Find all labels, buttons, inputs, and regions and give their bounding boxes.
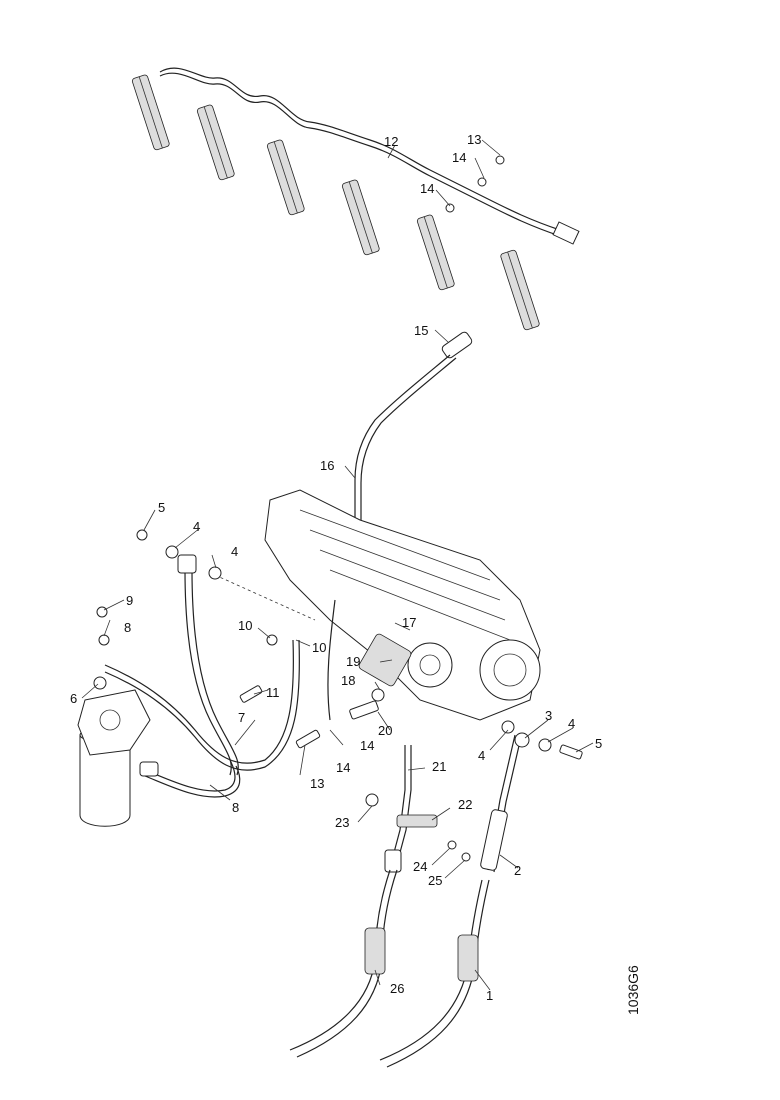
fuel-filter [77, 689, 151, 827]
injector-rail-assembly [131, 67, 580, 331]
callout-8: 8 [124, 620, 131, 635]
callout-22: 22 [458, 797, 472, 812]
callout-19: 19 [346, 654, 360, 669]
callout-14: 14 [360, 738, 374, 753]
callout-26: 26 [390, 981, 404, 996]
callout-9: 9 [126, 593, 133, 608]
leader-lines [81, 139, 594, 991]
callout-20: 20 [378, 723, 392, 738]
callout-5: 5 [158, 500, 165, 515]
callout-15: 15 [414, 323, 428, 338]
callout-13: 13 [310, 776, 324, 791]
feed-pipes [289, 599, 522, 1068]
injector-4 [341, 179, 380, 256]
callout-13: 13 [467, 132, 481, 147]
callout-5: 5 [595, 736, 602, 751]
callout-21: 21 [432, 759, 446, 774]
callout-1: 1 [486, 988, 493, 1003]
callout-4: 4 [231, 544, 238, 559]
callout-25: 25 [428, 873, 442, 888]
injector-5 [416, 214, 455, 291]
callout-14: 14 [452, 150, 466, 165]
callout-10: 10 [312, 640, 326, 655]
callout-17: 17 [402, 615, 416, 630]
callout-11: 11 [266, 685, 280, 700]
injector-2 [196, 104, 235, 181]
injector-1 [131, 74, 170, 151]
callout-7: 7 [238, 710, 245, 725]
callout-labels: 1 2 3 4 4 5 4 4 5 6 7 8 8 9 10 10 11 12 … [70, 132, 602, 1003]
callout-18: 18 [341, 673, 355, 688]
injector-3 [266, 139, 305, 216]
callout-4: 4 [568, 716, 575, 731]
injector-6 [500, 249, 540, 331]
callout-10: 10 [238, 618, 252, 633]
callout-6: 6 [70, 691, 77, 706]
callout-14: 14 [336, 760, 350, 775]
callout-12: 12 [384, 134, 398, 149]
fittings [93, 155, 583, 862]
fuel-hoses [104, 554, 316, 798]
callout-8: 8 [232, 800, 239, 815]
figure-reference: 1036G6 [625, 965, 641, 1015]
callout-3: 3 [545, 708, 552, 723]
callout-4: 4 [193, 519, 200, 534]
callout-16: 16 [320, 458, 334, 473]
callout-23: 23 [335, 815, 349, 830]
callout-24: 24 [413, 859, 427, 874]
callout-4: 4 [478, 748, 485, 763]
callout-2: 2 [514, 863, 521, 878]
engine-block [264, 489, 541, 721]
callout-14: 14 [420, 181, 434, 196]
